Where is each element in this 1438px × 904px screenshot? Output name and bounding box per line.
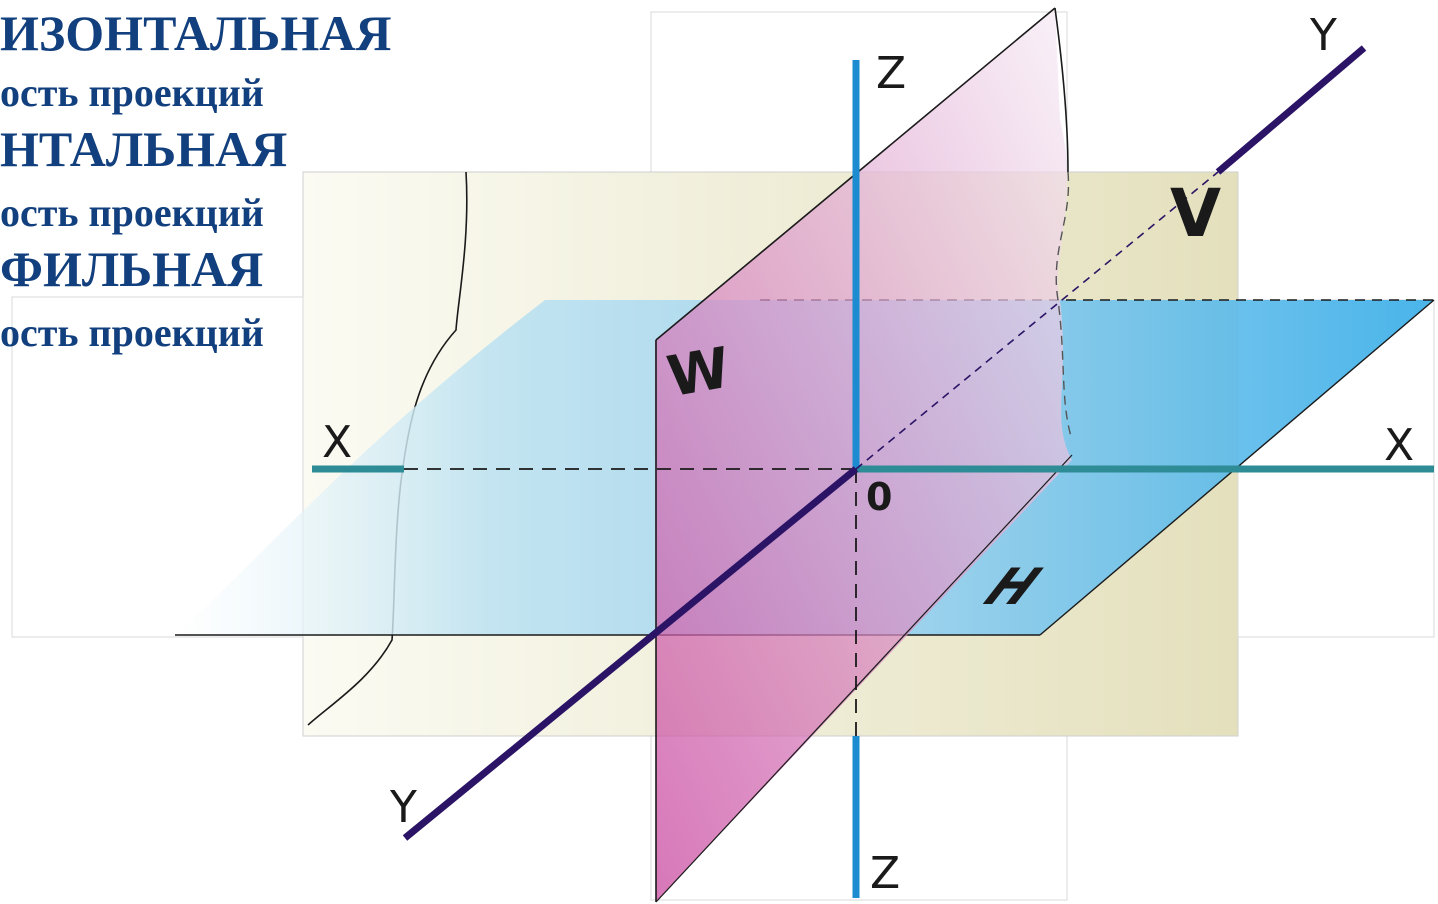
w-bottom-edge [655,454,1073,903]
caption-line-4: ость проекций [0,190,264,235]
label-plane-w: W [663,336,735,411]
w-break-line [1054,7,1069,173]
label-y-top: Y [1309,10,1337,61]
label-x-left: X [322,417,352,468]
caption-line-1: ИЗОНТАЛЬНАЯ [0,5,391,61]
label-x-right: X [1384,420,1414,471]
y-axis-top [1215,45,1367,175]
label-plane-v: V [1170,175,1221,252]
caption-line-5: ФИЛЬНАЯ [0,241,263,297]
caption-line-3: НТАЛЬНАЯ [0,121,287,177]
w-break-line-hidden [1055,171,1073,441]
label-z-top: Z [876,48,906,99]
label-y-bottom: Y [389,782,417,833]
plane-w [655,8,1072,902]
label-origin: 0 [866,475,892,519]
caption-line-2: ость проекций [0,70,264,115]
label-z-bottom: Z [870,848,900,899]
caption-line-6: ость проекций [0,310,264,355]
y-axis-bottom [402,466,859,841]
